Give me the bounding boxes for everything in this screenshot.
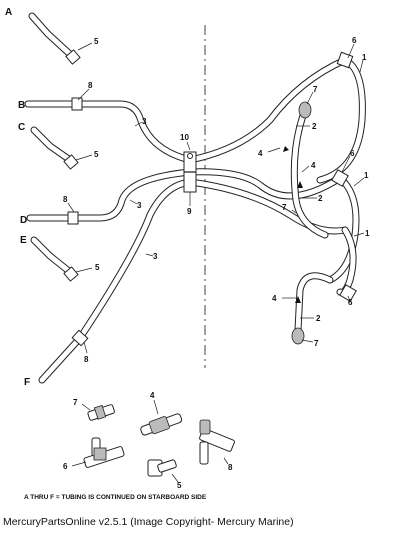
callout-4-top: 4: [258, 149, 263, 158]
fuel-tubing-diagram: A B C D E F 5 8 3 5 8 3 5 3 8 10 9 6 1 7…: [5, 7, 370, 501]
legend-part-7-filter: [81, 403, 115, 421]
callout-3-f: 3: [153, 252, 158, 261]
tube-d: [26, 168, 194, 225]
callout-6-low: 6: [348, 298, 353, 307]
tube-f: [38, 178, 194, 384]
legend-part-8-tee: [199, 419, 235, 465]
lower-right-loop: [291, 226, 357, 345]
callout-5-a: 5: [94, 37, 99, 46]
legend-callout-6: 6: [63, 462, 68, 471]
label-e: E: [20, 235, 27, 246]
callout-4-mid: 4: [311, 161, 316, 170]
callout-5-e: 5: [95, 263, 100, 272]
callout-1-low: 1: [365, 229, 370, 238]
tube-b: [24, 97, 194, 164]
tube-a: [28, 12, 81, 65]
callout-9: 9: [187, 207, 192, 216]
label-f: F: [24, 377, 30, 388]
legend-part-5-elbow: [147, 459, 179, 483]
flow-arrow-icon: [283, 146, 303, 303]
callout-1-top: 1: [362, 53, 367, 62]
callout-2-top: 2: [312, 122, 317, 131]
callout-3-b: 3: [142, 117, 147, 126]
middle-right-loop: [326, 169, 360, 284]
legend-callout-4: 4: [150, 391, 155, 400]
callout-6-mid: 6: [350, 149, 355, 158]
callout-4-low: 4: [272, 294, 277, 303]
leader-lines: [67, 42, 365, 354]
legend-callout-8: 8: [228, 463, 233, 472]
callout-10: 10: [180, 133, 189, 142]
callout-8-f: 8: [84, 355, 89, 364]
legend-part-6-tee: [71, 437, 125, 468]
clamp: [183, 151, 197, 193]
label-c: C: [18, 122, 25, 133]
label-d: D: [20, 215, 27, 226]
callout-8-d: 8: [63, 195, 68, 204]
label-a: A: [5, 7, 12, 18]
legend-callout-5: 5: [177, 481, 182, 490]
label-b: B: [18, 100, 25, 111]
callout-7-low: 7: [314, 339, 319, 348]
callout-8-b: 8: [88, 81, 93, 90]
image-caption: MercuryPartsOnline v2.5.1 (Image Copyrig…: [3, 516, 294, 528]
callout-7-mid: 7: [282, 203, 287, 212]
legend-part-4-check-valve: [140, 399, 183, 436]
tube-bundle: [186, 56, 349, 235]
tube-e: [30, 236, 79, 282]
callout-3-d: 3: [137, 201, 142, 210]
callout-7-top: 7: [313, 85, 318, 94]
callout-1-mid: 1: [364, 171, 369, 180]
callout-2-low: 2: [316, 314, 321, 323]
tube-c: [30, 126, 79, 170]
callout-5-c: 5: [94, 150, 99, 159]
callout-6-top: 6: [352, 36, 357, 45]
callout-2-mid: 2: [318, 194, 323, 203]
diagram-note: A THRU F = TUBING IS CONTINUED ON STARBO…: [24, 494, 207, 501]
legend-callout-7: 7: [73, 398, 78, 407]
